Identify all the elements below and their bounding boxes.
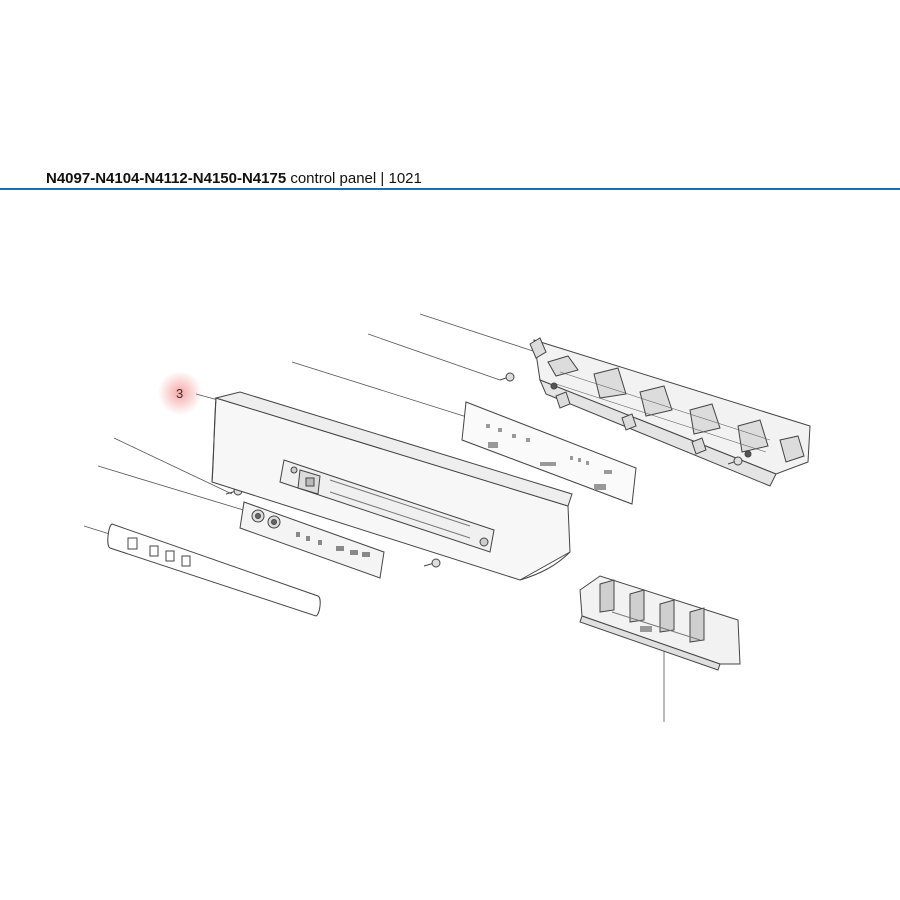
callout-label: 3 xyxy=(176,386,183,401)
page-title: N4097-N4104-N4112-N4150-N4175 control pa… xyxy=(46,170,422,187)
subtitle: control panel xyxy=(290,170,377,187)
part-membrane[interactable] xyxy=(107,523,321,617)
header-rule xyxy=(0,188,900,190)
separator: | xyxy=(380,170,385,187)
callout-3[interactable]: 3 xyxy=(158,371,202,415)
revision: 1021 xyxy=(388,170,422,187)
part-bracket[interactable] xyxy=(529,337,811,487)
part-keyboard-board[interactable] xyxy=(239,501,385,579)
part-console[interactable] xyxy=(211,391,573,581)
part-lower-bracket[interactable] xyxy=(579,575,741,671)
part-pcb[interactable] xyxy=(461,401,637,505)
part-codes: N4097-N4104-N4112-N4150-N4175 xyxy=(46,170,287,187)
part-screw[interactable] xyxy=(225,372,743,568)
callout-highlight xyxy=(158,371,202,415)
